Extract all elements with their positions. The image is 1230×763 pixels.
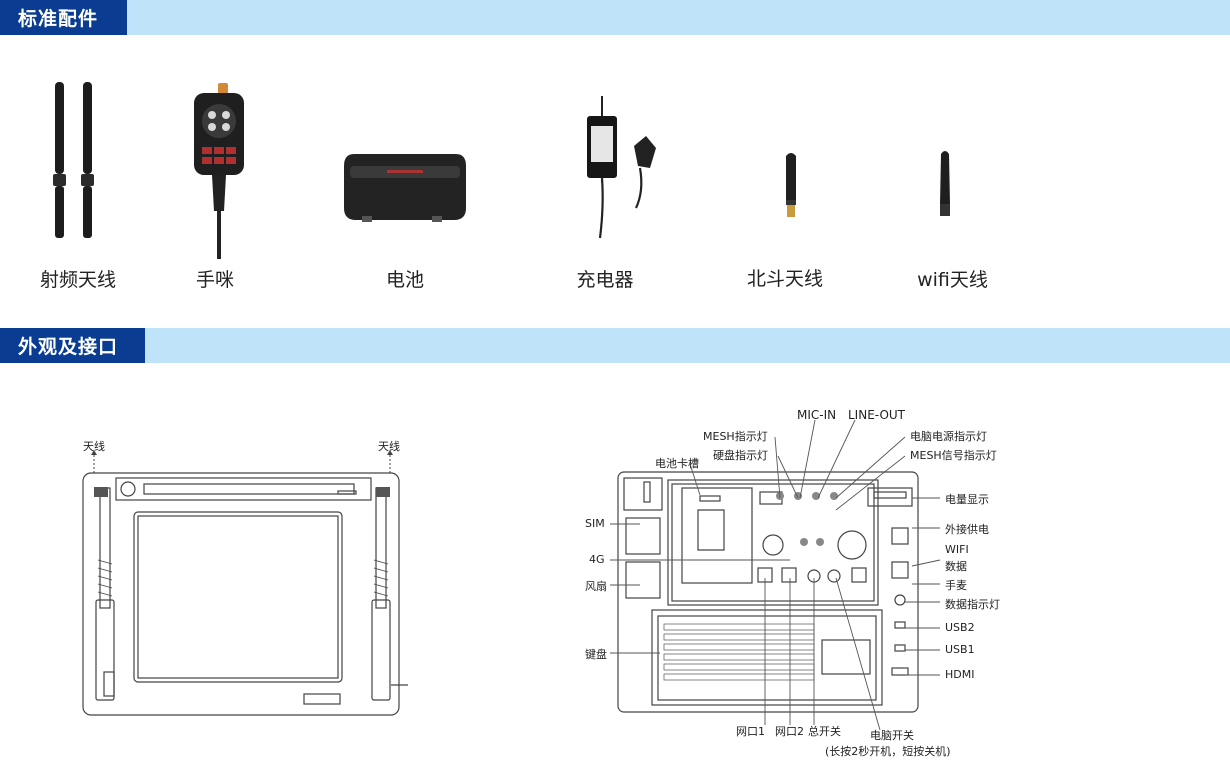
beidou-antenna-icon: [786, 153, 796, 217]
appearance-title: 外观及接口: [0, 328, 145, 363]
accessory-label: 手咪: [195, 269, 234, 291]
lan1-label: 网口1: [736, 725, 765, 738]
accessory-label: 充电器: [576, 269, 634, 291]
interface-panel-drawing: [617, 471, 919, 713]
charger-icon: [587, 96, 656, 239]
mic-in-label: MIC-IN: [797, 408, 837, 422]
usb2-label: USB2: [945, 621, 975, 634]
antenna-right-label: 天线: [378, 440, 400, 453]
accessories-title: 标准配件: [0, 0, 127, 35]
accessory-label: wifi天线: [917, 269, 988, 291]
mesh-indicator-label: MESH指示灯: [703, 430, 768, 443]
rf-antenna-icon: [53, 82, 94, 238]
4g-label: 4G: [589, 553, 605, 566]
front-view-drawing: [82, 450, 408, 716]
accessory-label: 北斗天线: [746, 268, 823, 290]
mesh-signal-indicator-label: MESH信号指示灯: [910, 449, 997, 462]
accessory-label: 电池: [385, 269, 424, 291]
battery-icon: [344, 154, 466, 222]
pc-power-indicator-label: 电脑电源指示灯: [910, 430, 987, 443]
line-out-label: LINE-OUT: [848, 408, 906, 422]
accessory-label: 射频天线: [39, 269, 116, 291]
hdd-indicator-label: 硬盘指示灯: [713, 449, 768, 462]
antenna-left-label: 天线: [83, 440, 105, 453]
external-power-label: 外接供电: [945, 523, 989, 536]
data-label: 数据: [945, 560, 967, 573]
fan-label: 风扇: [585, 580, 607, 593]
accessories-header-band: 标准配件: [0, 0, 1230, 35]
wifi-antenna-icon: [940, 151, 950, 216]
pc-switch-label: 电脑开关: [870, 729, 914, 742]
hdmi-label: HDMI: [945, 668, 975, 681]
keyboard-label: 键盘: [585, 648, 607, 661]
lan2-label: 网口2: [775, 725, 804, 738]
appearance-header-band: 外观及接口: [0, 328, 1230, 363]
handheld-mic-label: 手麦: [945, 579, 967, 592]
main-switch-label: 总开关: [808, 725, 841, 738]
sim-label: SIM: [585, 517, 605, 530]
data-indicator-label: 数据指示灯: [945, 598, 1000, 611]
power-display-label: 电量显示: [945, 493, 989, 506]
wifi-label: WIFI: [945, 543, 969, 556]
handheld-mic-icon: [194, 83, 244, 259]
usb1-label: USB1: [945, 643, 975, 656]
pc-switch-note-label: (长按2秒开机，短按关机): [825, 745, 951, 758]
battery-slot-label: 电池卡槽: [655, 457, 699, 470]
